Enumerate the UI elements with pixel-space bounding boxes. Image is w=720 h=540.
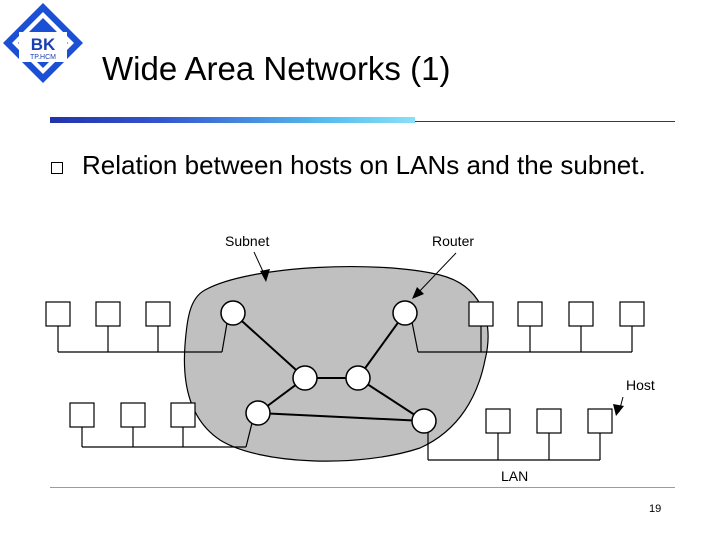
- router-icon: [292, 365, 318, 391]
- logo-text-top: BK: [31, 35, 56, 54]
- arrowheads: [260, 269, 624, 416]
- host-icon: [170, 402, 196, 428]
- lan-wiring: [57, 321, 633, 461]
- router-label: Router: [432, 233, 474, 249]
- host-icon: [517, 301, 543, 327]
- page-number: 19: [649, 503, 662, 515]
- router-icon: [392, 300, 418, 326]
- logo-text-bottom: TP.HCM: [30, 54, 56, 61]
- host-icon: [45, 301, 71, 327]
- host-icon: [95, 301, 121, 327]
- host-icon: [536, 408, 562, 434]
- router-icon: [345, 365, 371, 391]
- host-icon: [587, 408, 613, 434]
- host-label: Host: [626, 377, 655, 393]
- title-underline: [50, 117, 675, 123]
- slide-title: Wide Area Networks (1): [102, 50, 451, 87]
- bullet-text: Relation between hosts on LANs and the s…: [82, 150, 646, 180]
- router-icon: [411, 408, 437, 434]
- subnet-label: Subnet: [225, 233, 269, 249]
- host-icon: [485, 408, 511, 434]
- router-icon: [220, 300, 246, 326]
- router-icon: [245, 400, 271, 426]
- host-icon: [468, 301, 494, 327]
- host-icon: [568, 301, 594, 327]
- host-icon: [145, 301, 171, 327]
- host-icon: [619, 301, 645, 327]
- university-logo: BK TP.HCM: [3, 3, 83, 83]
- host-icon: [120, 402, 146, 428]
- subnet-region: [183, 265, 489, 462]
- lan-label: LAN: [501, 468, 528, 484]
- host-icon: [69, 402, 95, 428]
- bullet-square-icon: [51, 162, 63, 174]
- footer-rule: [50, 487, 675, 488]
